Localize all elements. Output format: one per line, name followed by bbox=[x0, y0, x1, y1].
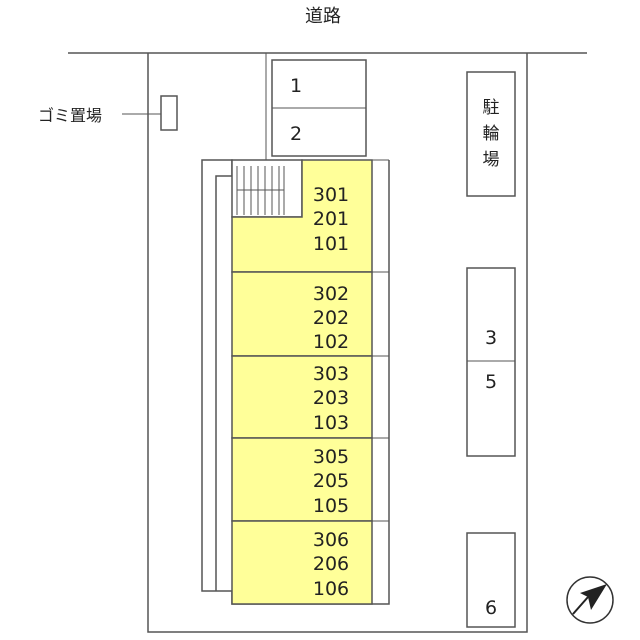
unit-label-303: 303 bbox=[313, 363, 349, 385]
parking-space-label-3: 3 bbox=[485, 327, 497, 349]
parking-space-label-6: 6 bbox=[485, 597, 497, 619]
bicycle-parking-label-1: 駐 bbox=[483, 98, 500, 118]
unit-label-105: 105 bbox=[313, 495, 349, 517]
unit-block-5 bbox=[231, 520, 373, 605]
site-boundary bbox=[147, 53, 528, 633]
parking-space-label-1: 1 bbox=[290, 75, 302, 97]
unit-label-305: 305 bbox=[313, 446, 349, 468]
unit-label-301: 301 bbox=[313, 184, 349, 206]
parking-area-3-5 bbox=[466, 267, 516, 457]
parking-space-label-2: 2 bbox=[290, 123, 302, 145]
garbage-station bbox=[160, 95, 178, 131]
bicycle-parking-label-2: 輪 bbox=[483, 124, 500, 144]
garbage-label: ゴミ置場 bbox=[38, 106, 102, 125]
bicycle-parking-label-3: 場 bbox=[483, 150, 500, 170]
unit-label-103: 103 bbox=[313, 412, 349, 434]
stairs-icon bbox=[231, 159, 303, 218]
bicycle-parking bbox=[466, 71, 516, 197]
unit-block-3 bbox=[231, 355, 373, 439]
unit-label-205: 205 bbox=[313, 470, 349, 492]
unit-label-101: 101 bbox=[313, 233, 349, 255]
north-arrow-icon bbox=[566, 576, 614, 624]
unit-block-4 bbox=[231, 437, 373, 522]
unit-label-102: 102 bbox=[313, 331, 349, 353]
unit-block-2 bbox=[231, 271, 373, 357]
unit-label-106: 106 bbox=[313, 578, 349, 600]
parking-area-6 bbox=[466, 532, 516, 628]
unit-label-206: 206 bbox=[313, 553, 349, 575]
parking-space-label-5: 5 bbox=[485, 371, 497, 393]
unit-label-203: 203 bbox=[313, 387, 349, 409]
unit-label-201: 201 bbox=[313, 208, 349, 230]
unit-label-202: 202 bbox=[313, 307, 349, 329]
road-label: 道路 bbox=[305, 6, 341, 27]
unit-label-302: 302 bbox=[313, 283, 349, 305]
unit-label-306: 306 bbox=[313, 529, 349, 551]
